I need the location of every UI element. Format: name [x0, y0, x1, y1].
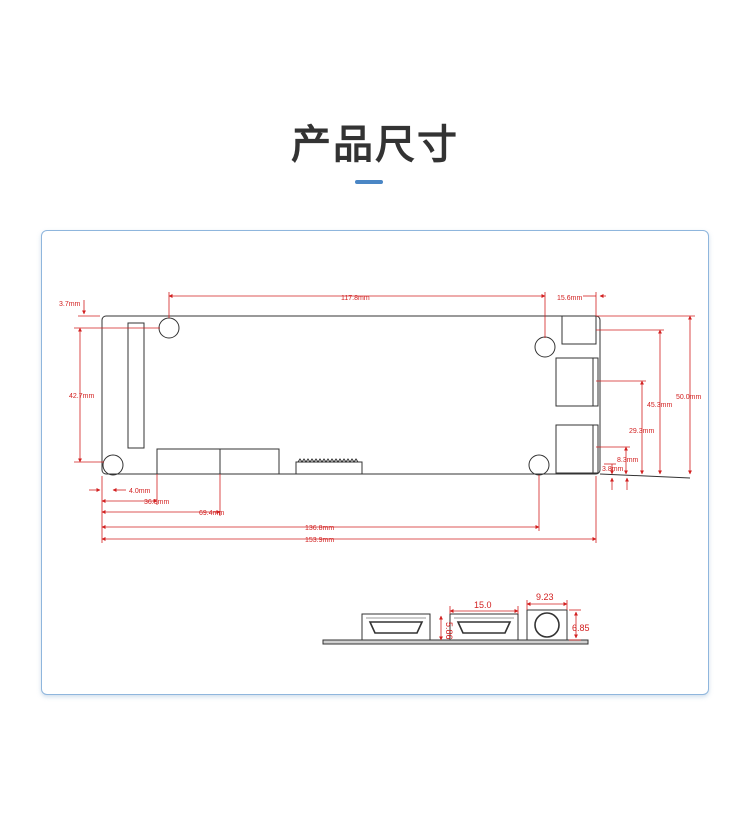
- dim-label-top-offset: 3.7mm: [59, 301, 81, 308]
- dim-label-h-8: 8.3mm: [617, 457, 639, 464]
- dim-label-jack-width: 9.23: [536, 592, 554, 602]
- board-side-view: [322, 609, 589, 645]
- dim-label-hdmi-width: 15.0: [474, 600, 492, 610]
- dim-label-jack-height: 6.85: [572, 623, 590, 633]
- mounting-hole-top-right: [534, 336, 556, 358]
- mounting-hole-top-left: [158, 317, 180, 339]
- side-board-pcb: [322, 639, 589, 645]
- dim-label-left-height: 42.7mm: [69, 393, 94, 400]
- dim-label-h-50: 50.0mm: [676, 394, 701, 401]
- dim-label-x-136: 136.8mm: [305, 525, 334, 532]
- side-hdmi-1: [361, 613, 431, 641]
- hdmi-port-2: [555, 424, 599, 474]
- ribbon-connector: [295, 461, 363, 475]
- dim-label-x-4: 4.0mm: [129, 488, 151, 495]
- page-title: 产品尺寸: [291, 122, 459, 168]
- dim-label-h-29: 29.3mm: [629, 428, 654, 435]
- board-top-view: [101, 315, 691, 479]
- board-outline: [101, 315, 601, 475]
- side-dc-jack: [526, 609, 568, 641]
- dim-label-x-153: 153.9mm: [305, 537, 334, 544]
- side-hdmi-2: [449, 613, 519, 641]
- dim-label-x-69: 69.4mm: [199, 510, 224, 517]
- dim-label-x-36: 36.5mm: [144, 499, 169, 506]
- mounting-hole-bottom-left: [102, 454, 124, 476]
- title-underline: [355, 180, 383, 184]
- dim-label-h-3: 3.8mm: [602, 466, 624, 473]
- dim-label-hole-span-top: 117.8mm: [341, 295, 370, 302]
- dimension-lines-top: [74, 292, 695, 543]
- bottom-connector-block: [156, 448, 280, 475]
- dim-label-right-width: 15.6mm: [557, 295, 582, 302]
- dim-label-h-45: 45.3mm: [647, 402, 672, 409]
- hdmi-port-1: [555, 357, 599, 407]
- vertical-connector: [127, 322, 145, 449]
- mounting-hole-bottom-right: [528, 454, 550, 476]
- power-jack-port: [561, 315, 597, 345]
- dimension-lines-side: [439, 600, 581, 641]
- dim-label-hdmi-height: 5.86: [444, 622, 454, 640]
